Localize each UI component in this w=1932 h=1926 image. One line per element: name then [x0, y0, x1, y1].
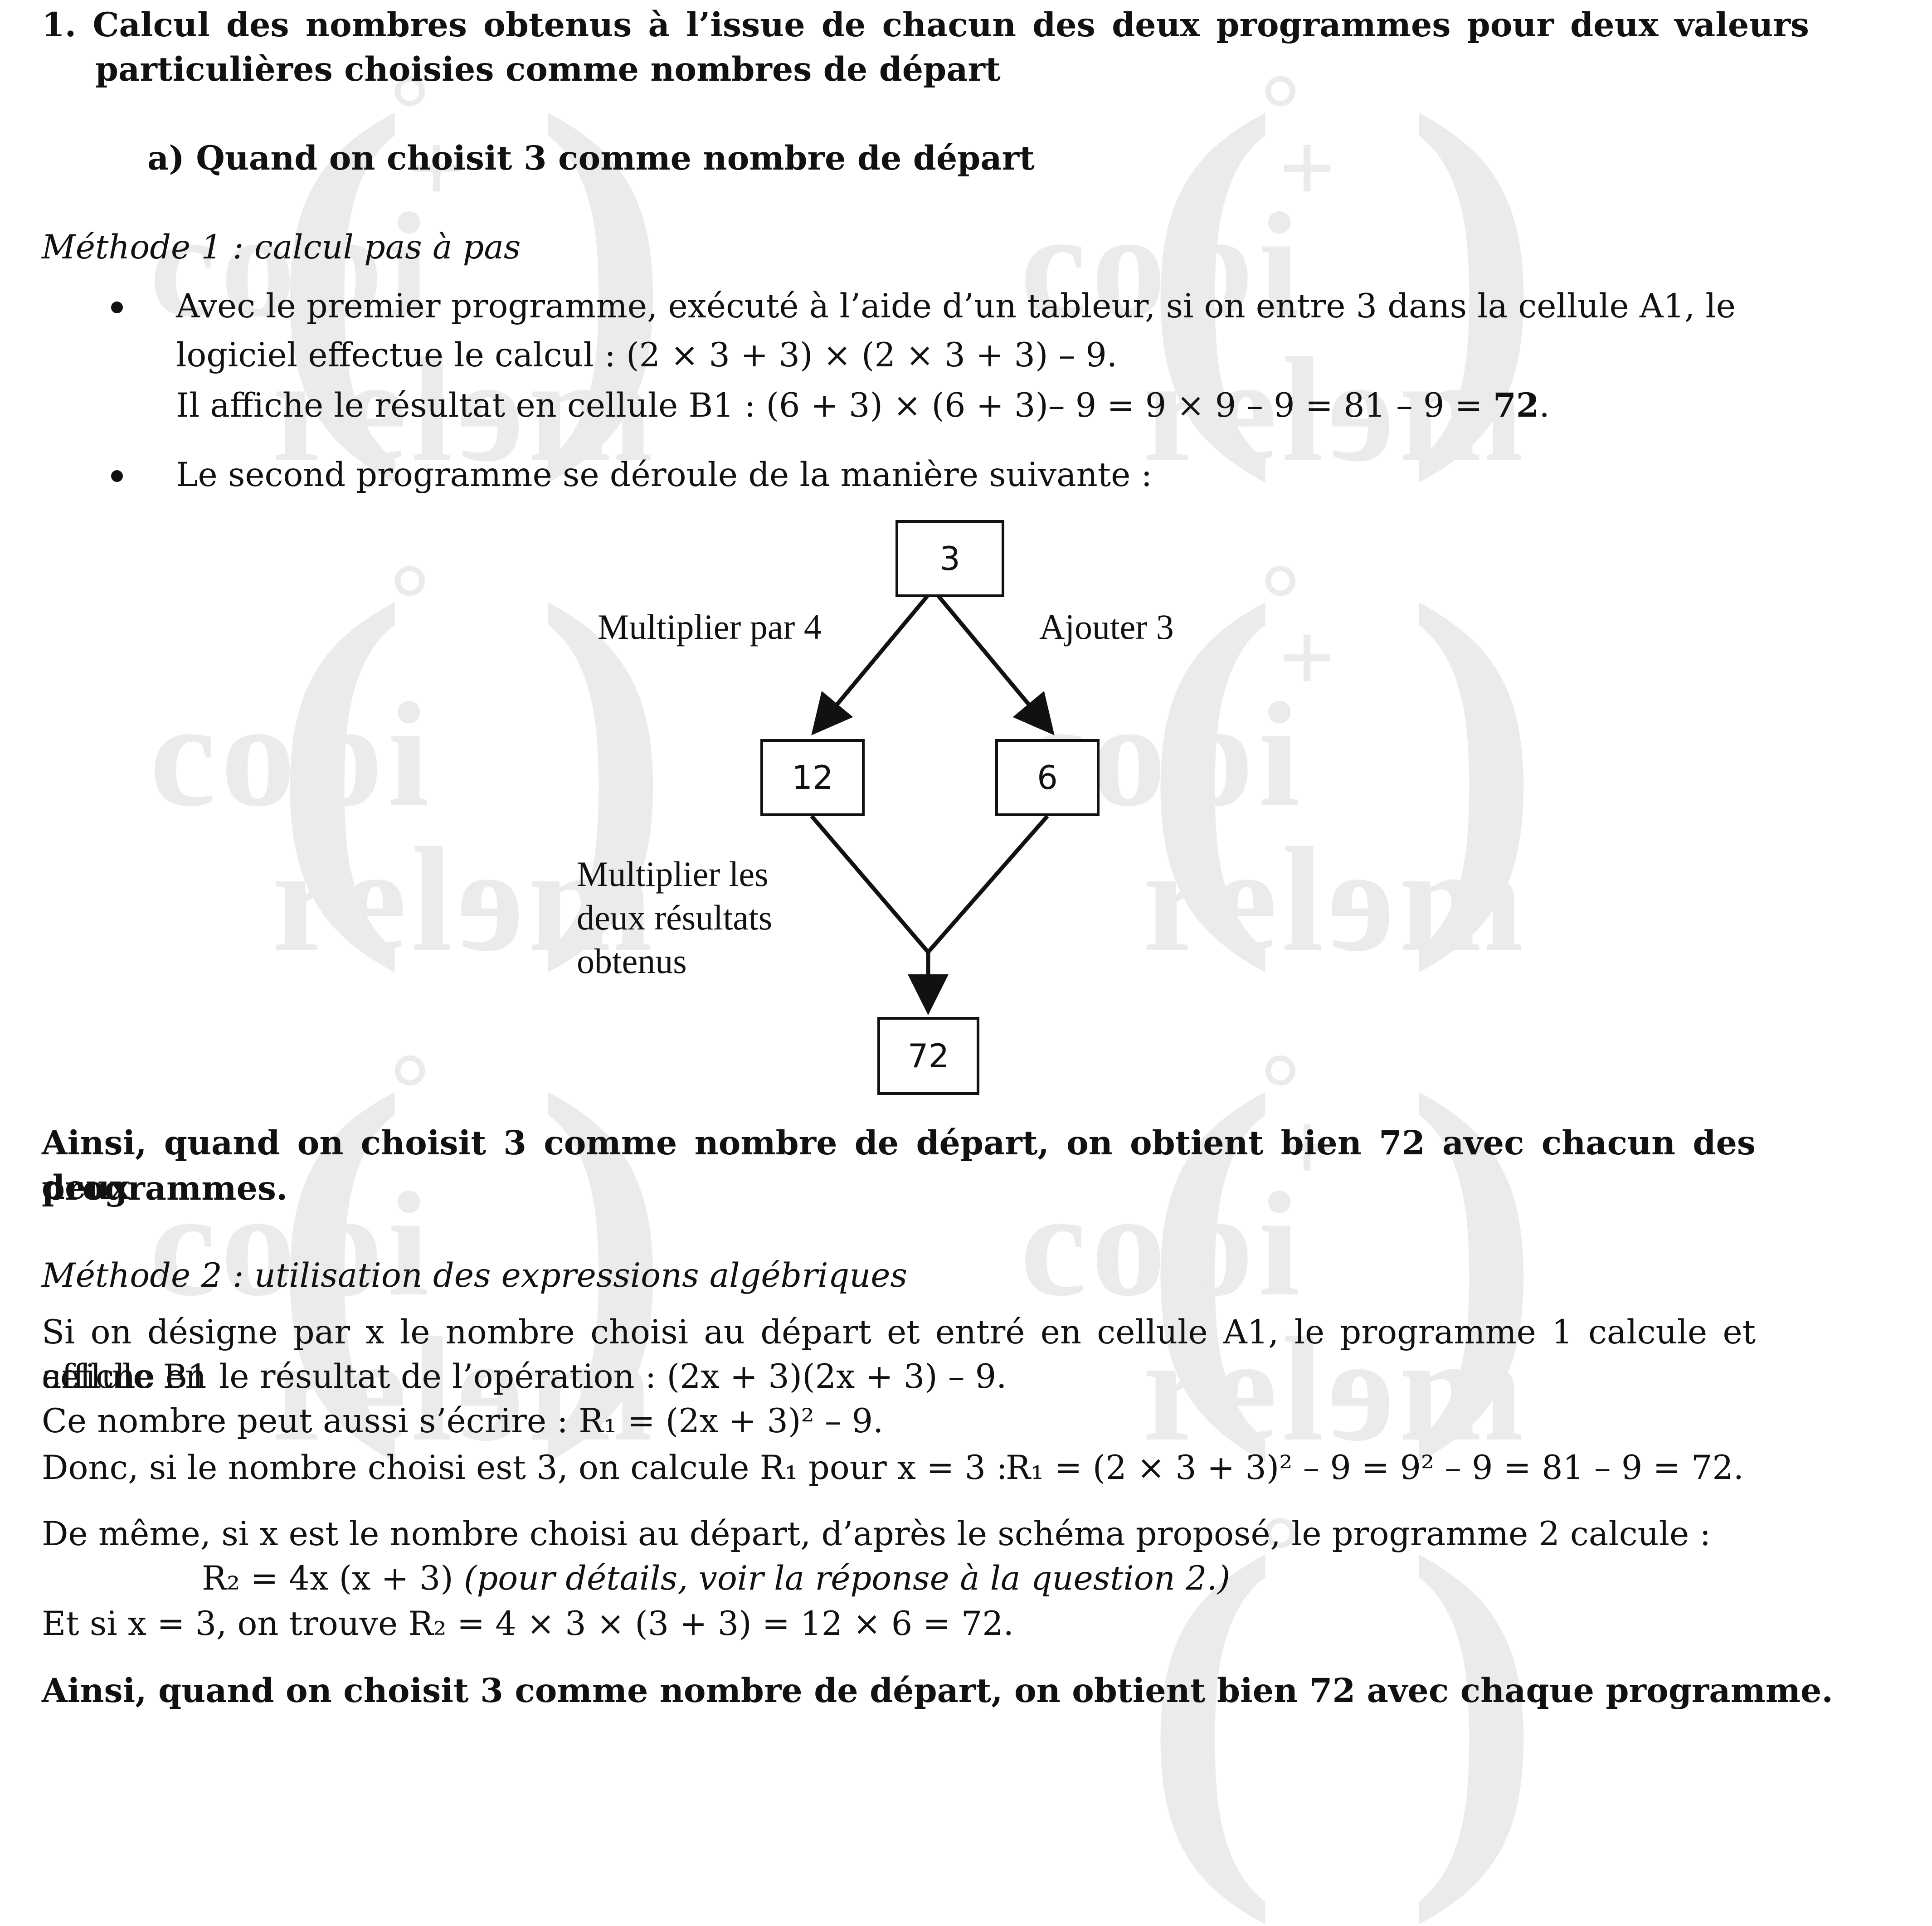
method2-p2-line2: R₂ = 4x (x + 3) (pour détails, voir la r… — [202, 1556, 1230, 1601]
method2-p2-formula: R₂ = 4x (x + 3) — [202, 1559, 464, 1598]
bullet-icon — [111, 470, 123, 482]
method1-bullet1-line1: Avec le premier programme, exécuté à l’a… — [176, 287, 1736, 326]
method2-p1-line1: Si on désigne par x le nombre choisi au … — [42, 1313, 1756, 1396]
method1-bullet1-line2: logiciel effectue le calcul : (2 × 3 + 3… — [176, 336, 1118, 374]
method1-bullet2: Le second programme se déroule de la man… — [176, 456, 1153, 494]
merge-line-right — [926, 815, 1049, 953]
merge-line-left — [810, 815, 930, 953]
method2-p2-line3: Et si x = 3, on trouve R₂ = 4 × 3 × (3 +… — [42, 1605, 1014, 1643]
subsection-heading: a) Quand on choisit 3 comme nombre de dé… — [147, 139, 1035, 178]
conclusion2: Ainsi, quand on choisit 3 comme nombre d… — [42, 1671, 1833, 1710]
method2-p1-line2: cellule B1 le résultat de l’opération : … — [42, 1357, 1007, 1396]
section-heading: 1. Calcul des nombres obtenus à l’issue … — [42, 5, 1809, 89]
method1-bullet1-line3-suffix: . — [1539, 386, 1550, 425]
method1-bullet1-line3: Il affiche le résultat en cellule B1 : (… — [176, 383, 1550, 428]
method2-p1-line4a: Donc, si le nombre choisi est 3, on calc… — [42, 1449, 1007, 1487]
diagram-result-box: 72 — [877, 1017, 979, 1095]
arrow-multiply-4 — [811, 595, 929, 735]
flow-diagram-arrows — [810, 595, 1055, 1015]
diagram-start-box: 3 — [895, 520, 1004, 597]
bullet-icon — [111, 302, 123, 313]
diagram-right-label: Ajouter 3 — [1039, 607, 1174, 647]
method1-bullet1-line3-text: Il affiche le résultat en cellule B1 : (… — [176, 386, 1493, 425]
method2-p1-line3: Ce nombre peut aussi s’écrire : R₁ = (2x… — [42, 1402, 884, 1440]
diagram-right-box: 6 — [995, 739, 1100, 816]
conclusion1-line2: programmes. — [42, 1169, 288, 1208]
method2-p1-line4b: R₁ = (2 × 3 + 3)² – 9 = 9² – 9 = 81 – 9 … — [1006, 1449, 1744, 1487]
method2-title: Méthode 2 : utilisation des expressions … — [42, 1256, 907, 1295]
diagram-merge-label-line1: Multiplier les — [577, 854, 769, 894]
method2-p2-line1: De même, si x est le nombre choisi au dé… — [42, 1515, 1711, 1553]
method1-title: Méthode 1 : calcul pas à pas — [42, 228, 521, 267]
diagram-merge-label-line2: deux résultats — [577, 898, 773, 937]
conclusion1-line1: Ainsi, quand on choisit 3 comme nombre d… — [42, 1124, 1756, 1207]
method2-p2-note: (pour détails, voir la réponse à la ques… — [463, 1559, 1231, 1598]
diagram-left-box: 12 — [760, 739, 865, 816]
diagram-merge-label-line3: obtenus — [577, 941, 687, 981]
diagram-left-label: Multiplier par 4 — [598, 607, 822, 647]
method1-bullet1-result: 72 — [1493, 386, 1539, 425]
arrow-add-3 — [937, 595, 1055, 735]
